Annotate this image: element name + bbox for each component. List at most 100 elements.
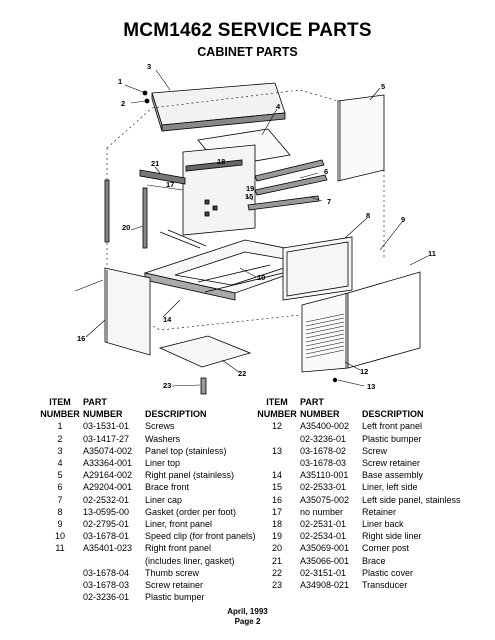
description-cell: Speed clip (for front panels)	[145, 531, 256, 542]
callout-6: 6	[324, 167, 328, 176]
description-cell: Left front panel	[362, 421, 423, 432]
item-number-cell	[254, 457, 300, 469]
item-number-cell: 16	[271, 494, 282, 505]
item-number-cell: 19	[271, 531, 282, 542]
part-number-cell: A35069-001	[300, 543, 350, 554]
part-number-cell: 13-0595-00	[83, 506, 130, 517]
header-part: PART	[83, 397, 107, 407]
header-part-number: NUMBER	[83, 409, 123, 420]
header-item-number: NUMBER	[40, 409, 80, 420]
part-number-cell: A29164-002	[83, 470, 133, 481]
part-number-cell: 02-3236-01	[83, 592, 130, 603]
item-number-cell: 3	[57, 445, 63, 456]
item-number-cell: 10	[54, 531, 65, 542]
callout-14: 14	[163, 315, 172, 324]
callout-17: 17	[166, 180, 174, 189]
header-item: ITEM	[266, 397, 288, 407]
part-number-cell: 03-1678-03	[83, 580, 130, 591]
part-number-cell: A35075-002	[300, 494, 350, 505]
table-row: 16 A35075-002 Left side panel, stainless	[254, 494, 461, 506]
part-number-cell: 03-1678-03	[300, 458, 347, 469]
description-cell: Liner top	[145, 458, 181, 469]
item-number-cell: 23	[271, 580, 282, 591]
callout-2: 2	[121, 99, 125, 108]
callout-23: 23	[163, 381, 171, 390]
table-row: 8 13-0595-00 Gasket (order per foot)	[37, 506, 256, 518]
description-cell: Plastic cover	[362, 567, 414, 578]
header-part: PART	[300, 397, 324, 407]
part-number-cell: 03-1678-04	[83, 567, 130, 578]
description-cell: Screws	[145, 421, 175, 432]
front-liner-part	[282, 236, 353, 301]
part-number-cell: 03-1678-01	[83, 531, 130, 542]
part-number-cell: 02-2531-01	[300, 519, 347, 530]
table-row: 10 03-1678-01 Speed clip (for front panels…	[37, 530, 256, 542]
table-row: 11 A35401-023 Right front panel	[37, 542, 256, 554]
part-number-cell: A35401-023	[83, 543, 133, 554]
footer-date: April, 1993	[227, 607, 268, 616]
item-number-cell	[37, 555, 83, 567]
table-row: 21 A35066-001 Brace	[254, 555, 461, 567]
description-cell: Transducer	[362, 580, 408, 591]
description-cell: (includes liner, gasket)	[145, 555, 235, 566]
item-number-cell: 2	[57, 433, 63, 444]
callout-3: 3	[147, 62, 151, 71]
description-cell: Screw	[362, 445, 388, 456]
item-number-cell	[254, 433, 300, 445]
item-number-cell: 5	[57, 470, 63, 481]
item-number-cell: 7	[57, 494, 63, 505]
item-number-cell: 6	[57, 482, 63, 493]
item-number-cell: 11	[55, 543, 65, 554]
callout-9: 9	[401, 215, 405, 224]
callout-16: 16	[77, 334, 85, 343]
item-number-cell: 4	[57, 458, 63, 469]
part-number-cell: 02-2534-01	[300, 531, 347, 542]
part-number-cell: A35066-001	[300, 555, 350, 566]
part-number-cell: 02-2532-01	[83, 494, 130, 505]
item-number-cell: 21	[271, 555, 282, 566]
callout-22: 22	[238, 369, 246, 378]
item-number-cell	[37, 591, 83, 603]
description-cell: Right side liner	[362, 531, 422, 542]
description-cell: Washers	[145, 433, 181, 444]
callout-7: 7	[327, 197, 331, 206]
description-cell: Gasket (order per foot)	[145, 506, 237, 517]
item-number-cell: 14	[271, 470, 282, 481]
callout-12: 12	[360, 367, 368, 376]
footer-page: Page 2	[234, 617, 261, 626]
description-cell: Right front panel	[145, 543, 212, 554]
description-cell: Thumb screw	[145, 567, 200, 578]
exploded-view-diagram: 1 2 3 4 5 6 7 8 9 10 11 12 13 14 15 16 1…	[74, 62, 436, 395]
callout-15: 15	[245, 192, 253, 201]
header-part-number: NUMBER	[300, 409, 340, 420]
description-cell: Plastic bumper	[145, 592, 205, 603]
description-cell: Liner, front panel	[145, 519, 213, 530]
header-description: DESCRIPTION	[145, 409, 207, 420]
part-number-cell: 02-3236-01	[300, 433, 347, 444]
part-number-cell: 02-2533-01	[300, 482, 347, 493]
item-number-cell	[37, 579, 83, 591]
description-cell: Left side panel, stainless	[362, 494, 461, 505]
description-cell: Liner back	[362, 519, 404, 530]
part-number-cell	[83, 555, 145, 567]
table-row: (includes liner, gasket)	[37, 555, 256, 567]
item-number-cell: 8	[57, 506, 63, 517]
header-item-number: NUMBER	[257, 409, 297, 420]
item-number-cell: 20	[271, 543, 282, 554]
description-cell: Brace	[362, 555, 386, 566]
part-number-cell: 03-1531-01	[83, 421, 130, 432]
